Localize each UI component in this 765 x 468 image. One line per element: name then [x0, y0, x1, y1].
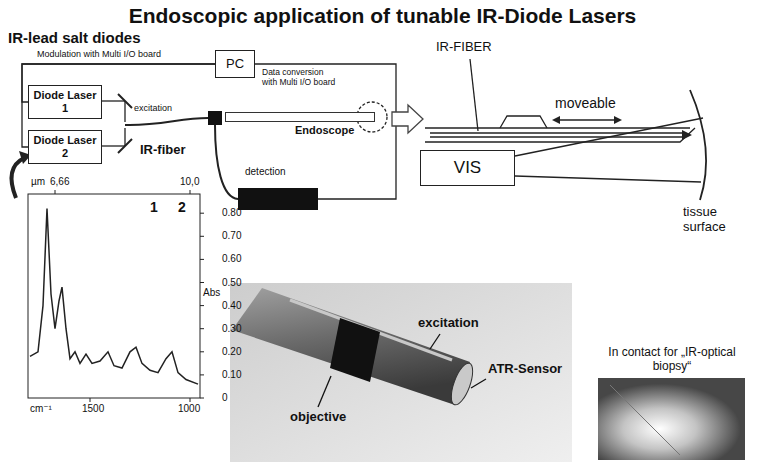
surface-label: tissue surface — [683, 205, 745, 235]
axis-value: 1000 — [178, 403, 200, 415]
fiber-label: IR-fiber — [140, 143, 186, 158]
fiber-core — [430, 132, 682, 133]
node-label: Diode Laser 2 — [33, 134, 97, 159]
axis-value: 1500 — [82, 403, 104, 415]
axis-value: 0 — [222, 392, 228, 404]
zoom-arrow — [392, 105, 423, 133]
node-label: Diode Laser 1 — [33, 89, 97, 114]
view-ray — [515, 176, 701, 182]
pointer-arrow — [12, 158, 25, 198]
data-wire — [255, 64, 396, 199]
computer-box: PC — [215, 50, 255, 78]
photo-caption: In contact for „IR-optical biopsy“ — [606, 346, 738, 374]
axis-unit: µm — [31, 176, 45, 188]
leader-line — [470, 59, 478, 131]
signal-note: Data conversion with Multi I/O board — [262, 68, 336, 88]
node-label: Endoscope — [295, 124, 375, 137]
laser-beam — [100, 100, 125, 101]
beam-label: excitation — [134, 103, 172, 113]
leader-line — [471, 379, 486, 388]
axis-value: 0.50 — [222, 277, 241, 289]
axis-value: 0.20 — [222, 346, 241, 358]
node-label: VIS — [454, 158, 481, 178]
edge-label: Modulation with Multi I/O board — [36, 49, 162, 59]
tissue-surface — [690, 90, 706, 200]
objective-window — [330, 318, 380, 382]
laser-box: Diode Laser 2 — [28, 130, 102, 164]
spectrum-curve — [30, 209, 198, 385]
leader-line — [318, 376, 331, 407]
axis-value: 0.10 — [222, 369, 241, 381]
ir-fiber — [125, 118, 208, 125]
leader-line — [430, 334, 440, 349]
node-label: PC — [226, 57, 244, 72]
callout-label: objective — [290, 410, 346, 425]
callout-label: excitation — [418, 316, 479, 331]
axis-value: 6,66 — [50, 176, 69, 188]
detection-fiber — [215, 125, 238, 199]
endoscope-wall — [425, 128, 695, 142]
photo-ground — [230, 283, 572, 462]
endoscope-tube: Endoscope — [225, 112, 375, 137]
laser-box: Diode Laser 1 — [28, 85, 102, 119]
axis-ticks — [55, 190, 204, 402]
axis-value: 0.70 — [222, 230, 241, 242]
callout-label: ATR-Sensor — [488, 362, 562, 377]
laser-beam — [100, 145, 125, 146]
endoscope-photo — [232, 288, 470, 405]
axis-value: 0.80 — [222, 207, 241, 219]
axis-title: Abs — [203, 287, 220, 299]
axis-value: 10,0 — [180, 176, 199, 188]
view-ray — [515, 118, 703, 156]
vis-channel-box: VIS — [420, 150, 515, 186]
part-label: IR-FIBER — [436, 40, 492, 55]
signal-label: detection — [245, 166, 286, 178]
axis-unit: cm⁻¹ — [30, 403, 52, 415]
chart-frame — [28, 194, 200, 398]
diagram-title: Endoscopic application of tunable IR-Dio… — [0, 4, 765, 28]
laser-marker: 1 — [150, 199, 158, 215]
motion-arrow-head — [614, 116, 622, 124]
contact-photo — [598, 378, 745, 460]
axis-value: 0.30 — [222, 323, 241, 335]
endoscope-shaft — [225, 112, 375, 122]
section-heading: IR-lead salt diodes — [8, 29, 141, 46]
laser-beam — [124, 128, 125, 146]
motion-arrow — [556, 119, 618, 120]
fiber-mount — [500, 116, 547, 128]
atr-crystal — [447, 361, 477, 408]
motion-label: moveable — [555, 95, 616, 111]
axis-value: 0.40 — [222, 300, 241, 312]
fiber-core — [430, 136, 682, 137]
fiber-tip — [682, 130, 692, 140]
fiber-coupler — [208, 111, 222, 125]
detector-box — [238, 188, 318, 210]
axis-value: 0.60 — [222, 253, 241, 265]
motion-arrow-head — [552, 116, 560, 124]
laser-marker: 2 — [178, 199, 186, 215]
photo-detail — [610, 385, 680, 455]
laser-beam — [124, 101, 125, 122]
